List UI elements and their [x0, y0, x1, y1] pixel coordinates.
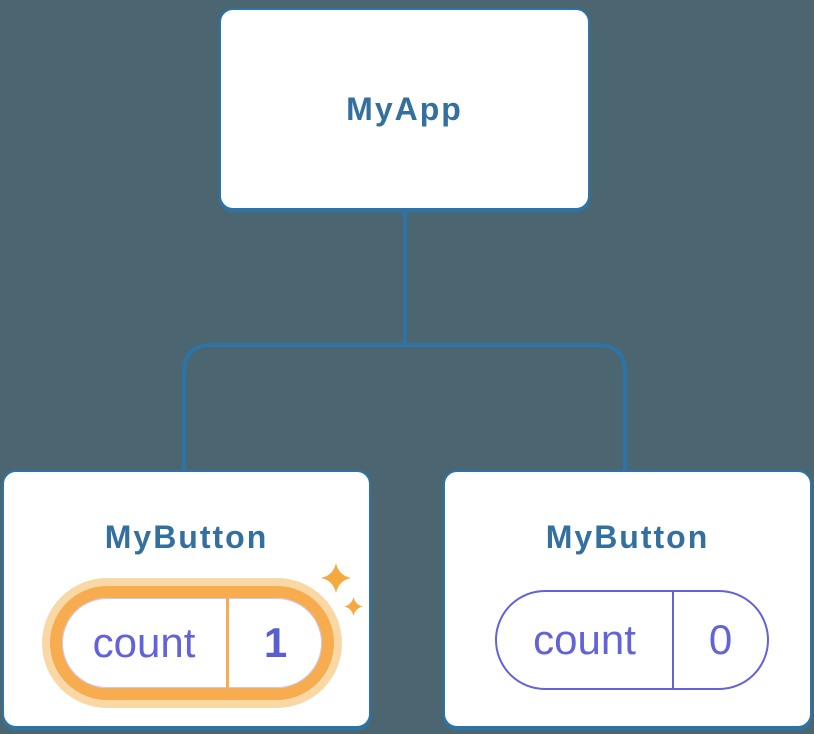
state-key-label: count: [533, 616, 636, 663]
root-node-label: MyApp: [346, 90, 463, 127]
child-component-node: MyButton count 0: [443, 470, 812, 728]
connector-bracket: [182, 343, 627, 470]
child-node-label: MyButton: [104, 519, 269, 555]
sparkle-icon: [321, 563, 351, 593]
state-pill-highlighted: count 1: [50, 586, 334, 700]
sparkle-icon: [344, 597, 363, 616]
state-key-label: count: [92, 619, 196, 666]
state-value: 1: [263, 619, 288, 666]
child-node-label: MyButton: [545, 519, 710, 555]
root-component-node: MyApp: [219, 8, 590, 210]
state-value: 0: [708, 616, 733, 663]
state-pill: count 0: [495, 590, 769, 690]
state-pill-divider: [226, 598, 229, 688]
state-pill-divider: [672, 592, 674, 688]
child-component-node-updated: MyButton count 1: [2, 470, 371, 728]
